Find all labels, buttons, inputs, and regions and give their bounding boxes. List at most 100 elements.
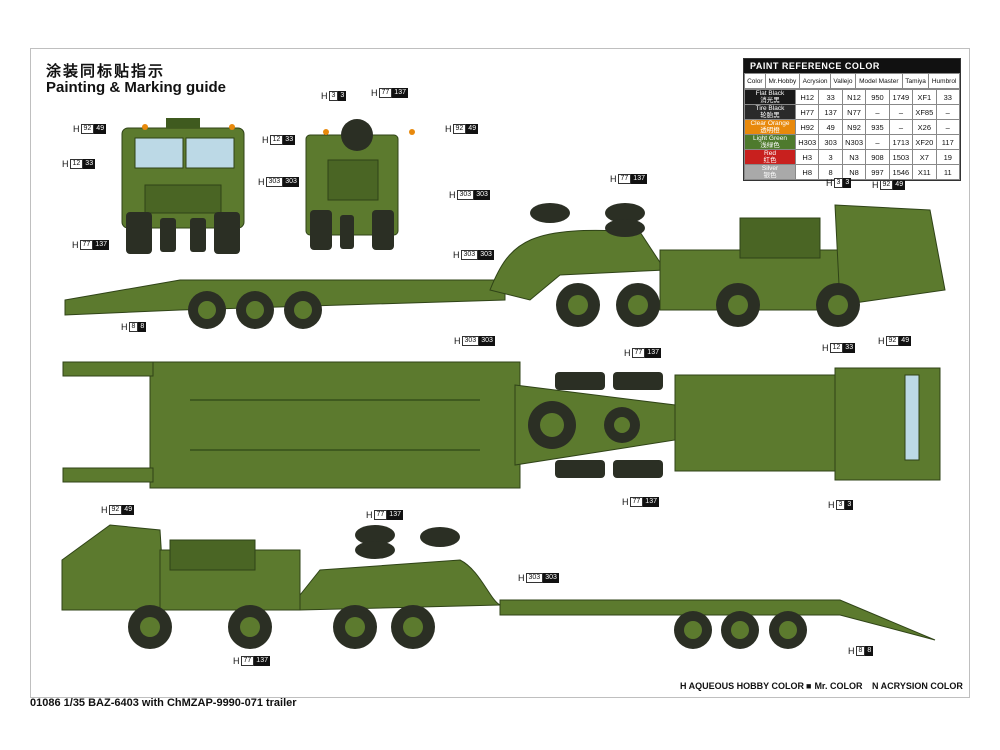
callout-h: H xyxy=(262,135,269,145)
callout-mr-number: 3 xyxy=(843,178,852,188)
paint-reference-table: PAINT REFERENCE COLOR Color Mr.Hobby Acr… xyxy=(743,58,961,181)
callout-mr-number: 303 xyxy=(479,336,495,346)
callout-aqueous-number: 77 xyxy=(631,348,646,358)
callout-mr-number: 137 xyxy=(631,174,647,184)
callout-aqueous-number: 3 xyxy=(835,500,846,510)
paint-humbrol: 33 xyxy=(935,89,961,105)
callout-h: H xyxy=(449,190,456,200)
callout-h: H xyxy=(518,573,525,583)
callout-h: H xyxy=(366,510,373,520)
callout-mr-number: 137 xyxy=(387,510,403,520)
paint-mrhobby-h: H8 xyxy=(794,164,820,180)
paint-table-heading: PAINT REFERENCE COLOR xyxy=(744,59,960,73)
col-mrhobby: Mr.Hobby xyxy=(764,73,801,89)
col-acrysion: Acrysion xyxy=(799,73,832,89)
callout-h: H xyxy=(62,159,69,169)
callout-mr-number: 3 xyxy=(845,500,854,510)
title-chinese: 涂装同标贴指示 xyxy=(46,63,166,80)
callout-aqueous-number: 303 xyxy=(525,573,544,583)
col-tamiya: Tamiya xyxy=(901,73,930,89)
callout-mr-number: 49 xyxy=(466,124,479,134)
legend-acrysion: N ACRYSION COLOR xyxy=(872,681,963,691)
callout-mr-number: 8 xyxy=(865,646,874,656)
paint-model-master: 1546 xyxy=(888,164,914,180)
callout-aqueous-number: 303 xyxy=(460,250,479,260)
footer-title: 01086 1/35 BAZ-6403 with ChMZAP-9990-071… xyxy=(30,697,297,709)
col-color: Color xyxy=(744,73,766,89)
callout-h: H xyxy=(101,505,108,515)
callout-mr-number: 137 xyxy=(254,656,270,666)
callout-h: H xyxy=(624,348,631,358)
callout-h: H xyxy=(826,178,833,188)
callout-h: H xyxy=(828,500,835,510)
callout-aqueous-number: 12 xyxy=(829,343,844,353)
callout-mr-number: 303 xyxy=(283,177,299,187)
paint-acrysion: N8 xyxy=(841,164,867,180)
callout-aqueous-number: 303 xyxy=(456,190,475,200)
legend-aqueous: H AQUEOUS HOBBY COLOR xyxy=(680,681,805,691)
paint-color-name: Silver 银色 xyxy=(744,164,796,180)
paint-mrhobby-c: 33 xyxy=(818,89,843,105)
callout-aqueous-number: 12 xyxy=(269,135,284,145)
callout-mr-number: 49 xyxy=(899,336,912,346)
callout-h: H xyxy=(371,88,378,98)
legend-mr: ■Mr. COLOR xyxy=(806,681,863,691)
callout-aqueous-number: 303 xyxy=(461,336,480,346)
callout-mr-number: 8 xyxy=(138,322,147,332)
callout-h: H xyxy=(822,343,829,353)
side-view-left xyxy=(61,524,936,649)
callout-aqueous-number: 92 xyxy=(452,124,467,134)
callout-mr-number: 49 xyxy=(893,180,906,190)
title-english: Painting & Marking guide xyxy=(46,79,227,96)
callout-mr-number: 137 xyxy=(643,497,659,507)
callout-aqueous-number: 92 xyxy=(108,505,123,515)
callout-aqueous-number: 77 xyxy=(373,510,388,520)
callout-aqueous-number: 77 xyxy=(378,88,393,98)
callout-aqueous-number: 12 xyxy=(69,159,84,169)
callout-h: H xyxy=(72,240,79,250)
callout-h: H xyxy=(454,336,461,346)
paint-humbrol: 11 xyxy=(935,164,961,180)
paint-mrhobby-c: 303 xyxy=(818,134,843,150)
callout-h: H xyxy=(445,124,452,134)
callout-h: H xyxy=(121,322,128,332)
callout-aqueous-number: 92 xyxy=(885,336,900,346)
callout-mr-number: 303 xyxy=(474,190,490,200)
callout-mr-number: 33 xyxy=(843,343,856,353)
callout-h: H xyxy=(73,124,80,134)
paint-table-header-row: Color Mr.Hobby Acrysion Vallejo Model Ma… xyxy=(744,73,960,89)
callout-aqueous-number: 92 xyxy=(80,124,95,134)
callout-h: H xyxy=(610,174,617,184)
callout-h: H xyxy=(848,646,855,656)
callout-aqueous-number: 77 xyxy=(629,497,644,507)
callout-aqueous-number: 303 xyxy=(265,177,284,187)
callout-mr-number: 137 xyxy=(645,348,661,358)
col-humbrol: Humbrol xyxy=(928,73,960,89)
callout-aqueous-number: 3 xyxy=(328,91,339,101)
callout-aqueous-number: 8 xyxy=(855,646,866,656)
side-view-right xyxy=(64,203,946,329)
callout-mr-number: 3 xyxy=(338,91,347,101)
front-view-truck xyxy=(121,118,245,254)
callout-aqueous-number: 3 xyxy=(833,178,844,188)
